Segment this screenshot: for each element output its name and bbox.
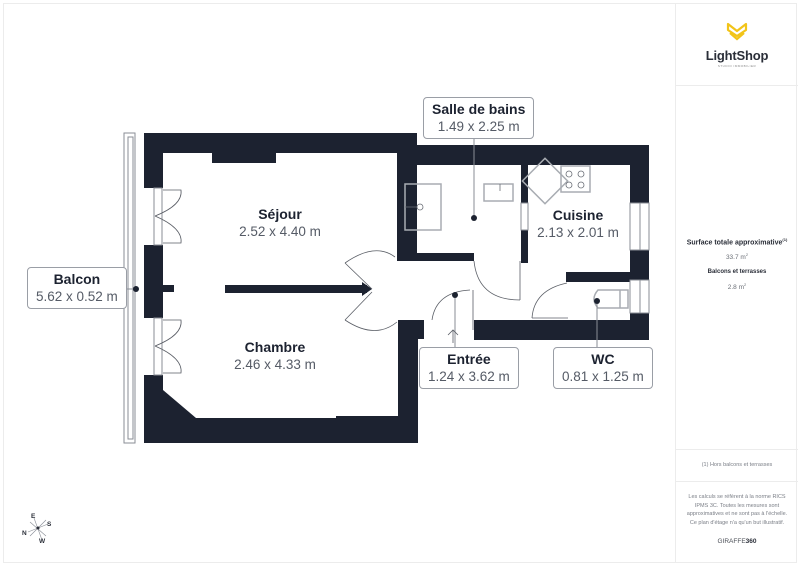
entrance-arrow-icon (447, 329, 459, 343)
room-dims: 1.49 x 2.25 m (437, 119, 520, 134)
room-chambre: Chambre 2.46 x 4.33 m (234, 338, 316, 374)
page-frame (3, 3, 797, 563)
floor-plan: Séjour 2.52 x 4.40 m Chambre 2.46 x 4.33… (20, 97, 653, 550)
room-cuisine: Cuisine 2.13 x 2.01 m (537, 206, 619, 242)
room-name: Salle de bains (432, 101, 526, 117)
callout-dots (133, 215, 600, 304)
compass-n: N (22, 530, 27, 537)
room-name: Balcon (53, 271, 101, 287)
total-area-number: 33.7 m (725, 254, 746, 262)
compass-w: W (39, 538, 46, 545)
room-dims: 2.46 x 4.33 m (234, 357, 316, 372)
balcony-area-number: 2.8 m (727, 284, 745, 292)
logo-tagline: STUDIO IMMOBILIER (717, 64, 757, 68)
room-name: Chambre (244, 339, 306, 355)
area-summary: Surface totale approximative(1) 33.7 m2 … (676, 86, 798, 450)
room-name: Entrée (447, 351, 491, 367)
stove (560, 165, 591, 193)
windows (153, 187, 650, 376)
disclaimer-section: Les calculs se réfèrent à la norme RICS … (676, 482, 798, 562)
room-dims: 0.81 x 1.25 m (562, 369, 644, 384)
balcony-area-value: 2.8 m2 (676, 282, 798, 291)
floor-plan-drawing (118, 132, 650, 444)
doors (154, 189, 568, 374)
compass-e: E (31, 513, 36, 520)
room-name: Séjour (258, 206, 302, 222)
bathroom-sink (483, 183, 514, 202)
disclaimer-text: Les calculs se réfèrent à la norme RICS … (686, 494, 788, 526)
callout-balcon: Balcon 5.62 x 0.52 m (27, 267, 127, 309)
unit-sup: 2 (745, 252, 749, 257)
lightshop-logo-icon (726, 22, 748, 41)
room-dims: 1.24 x 3.62 m (428, 369, 510, 384)
brand-prefix: GIRAFFE (717, 538, 746, 545)
balcony-area-label: Balcons et terrasses (707, 269, 767, 275)
giraffe360-brand: GIRAFFE360 (676, 538, 798, 545)
logo-section: LightShop STUDIO IMMOBILIER (676, 4, 798, 86)
logo-text: LightShop (705, 48, 769, 63)
callout-salle-de-bains: Salle de bains 1.49 x 2.25 m (423, 97, 535, 139)
callout-entree: Entrée 1.24 x 3.62 m (419, 347, 519, 389)
total-area-label-text: Surface totale approximative (686, 239, 783, 247)
compass-rose-icon (27, 517, 49, 541)
brand-suffix: 360 (745, 538, 757, 545)
room-dims: 5.62 x 0.52 m (36, 289, 118, 304)
footnote-marker: (1) (782, 237, 788, 242)
total-area-label: Surface totale approximative(1) (676, 237, 798, 246)
walls (144, 133, 649, 443)
unit-sup: 2 (744, 282, 747, 287)
footnote-section: (1) Hors balcons et terrasses (676, 450, 798, 482)
total-area-value: 33.7 m2 (676, 252, 798, 261)
footnote-text: (1) Hors balcons et terrasses (701, 462, 773, 468)
room-dims: 2.52 x 4.40 m (239, 224, 321, 239)
callout-lines (118, 139, 598, 347)
compass-s: S (47, 521, 52, 528)
room-dims: 2.13 x 2.01 m (537, 225, 619, 240)
kitchen-sink (521, 157, 569, 205)
room-name: WC (591, 351, 615, 367)
room-sejour: Séjour 2.52 x 4.40 m (239, 205, 321, 241)
info-panel: LightShop STUDIO IMMOBILIER Surface tota… (675, 4, 798, 562)
compass: E S N W (20, 510, 60, 550)
callout-wc: WC 0.81 x 1.25 m (553, 347, 653, 389)
room-name: Cuisine (552, 207, 604, 223)
